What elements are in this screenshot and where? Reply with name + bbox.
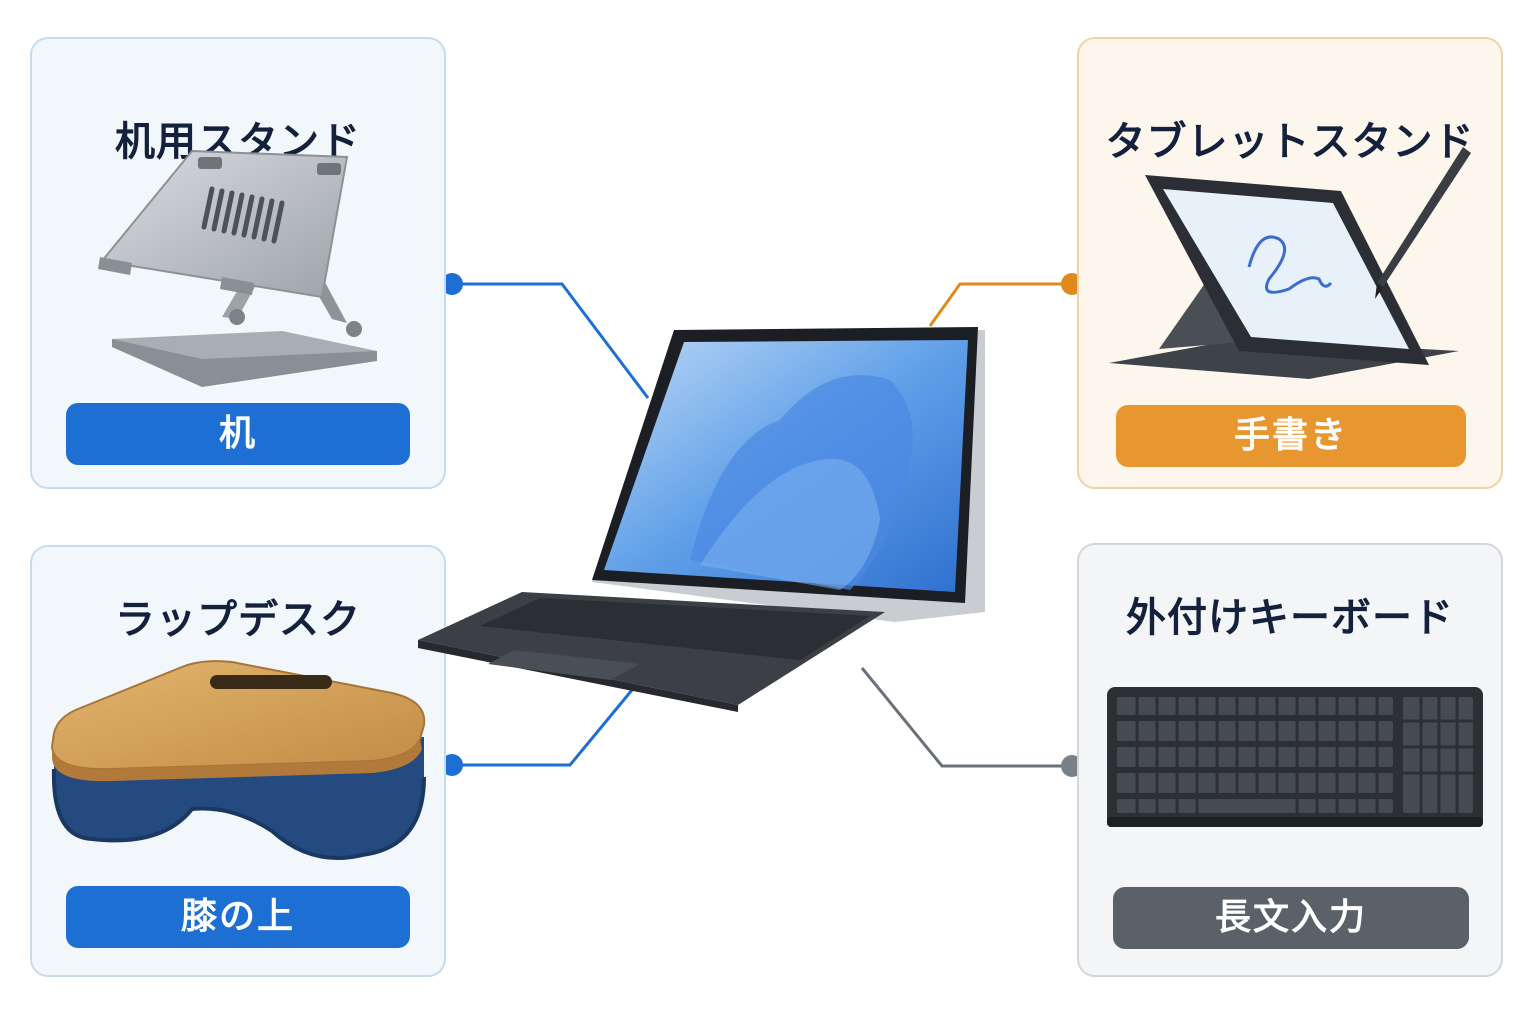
keyboard-title: 外付けキーボード <box>1126 595 1454 641</box>
connector-desk <box>441 273 650 399</box>
connector-lap <box>441 689 634 776</box>
tablet-stand-card: タブレットスタンド 手書き <box>1077 37 1503 489</box>
connector-tablet <box>928 273 1083 327</box>
keyboard-label-badge: 長文入力 <box>1113 887 1469 949</box>
tablet-label-badge: 手書き <box>1116 405 1466 467</box>
connector-keyboard <box>860 667 1083 777</box>
lap-label-badge: 膝の上 <box>66 886 410 948</box>
desk-label-badge: 机 <box>66 403 410 465</box>
tablet-stand-icon <box>1109 147 1471 379</box>
desk-stand-card: 机用スタンド 机 <box>30 37 446 489</box>
keyboard-icon <box>1107 687 1483 827</box>
laptop-stand-icon <box>98 149 377 387</box>
lap-desk-card: ラップデスク 膝の上 <box>30 545 446 977</box>
keyboard-card: 外付けキーボード 長文入力 <box>1077 543 1503 977</box>
tablet-stand-title: タブレットスタンド <box>1105 119 1475 165</box>
lap-desk-icon <box>50 660 426 860</box>
lap-desk-title: ラップデスク <box>115 597 361 643</box>
